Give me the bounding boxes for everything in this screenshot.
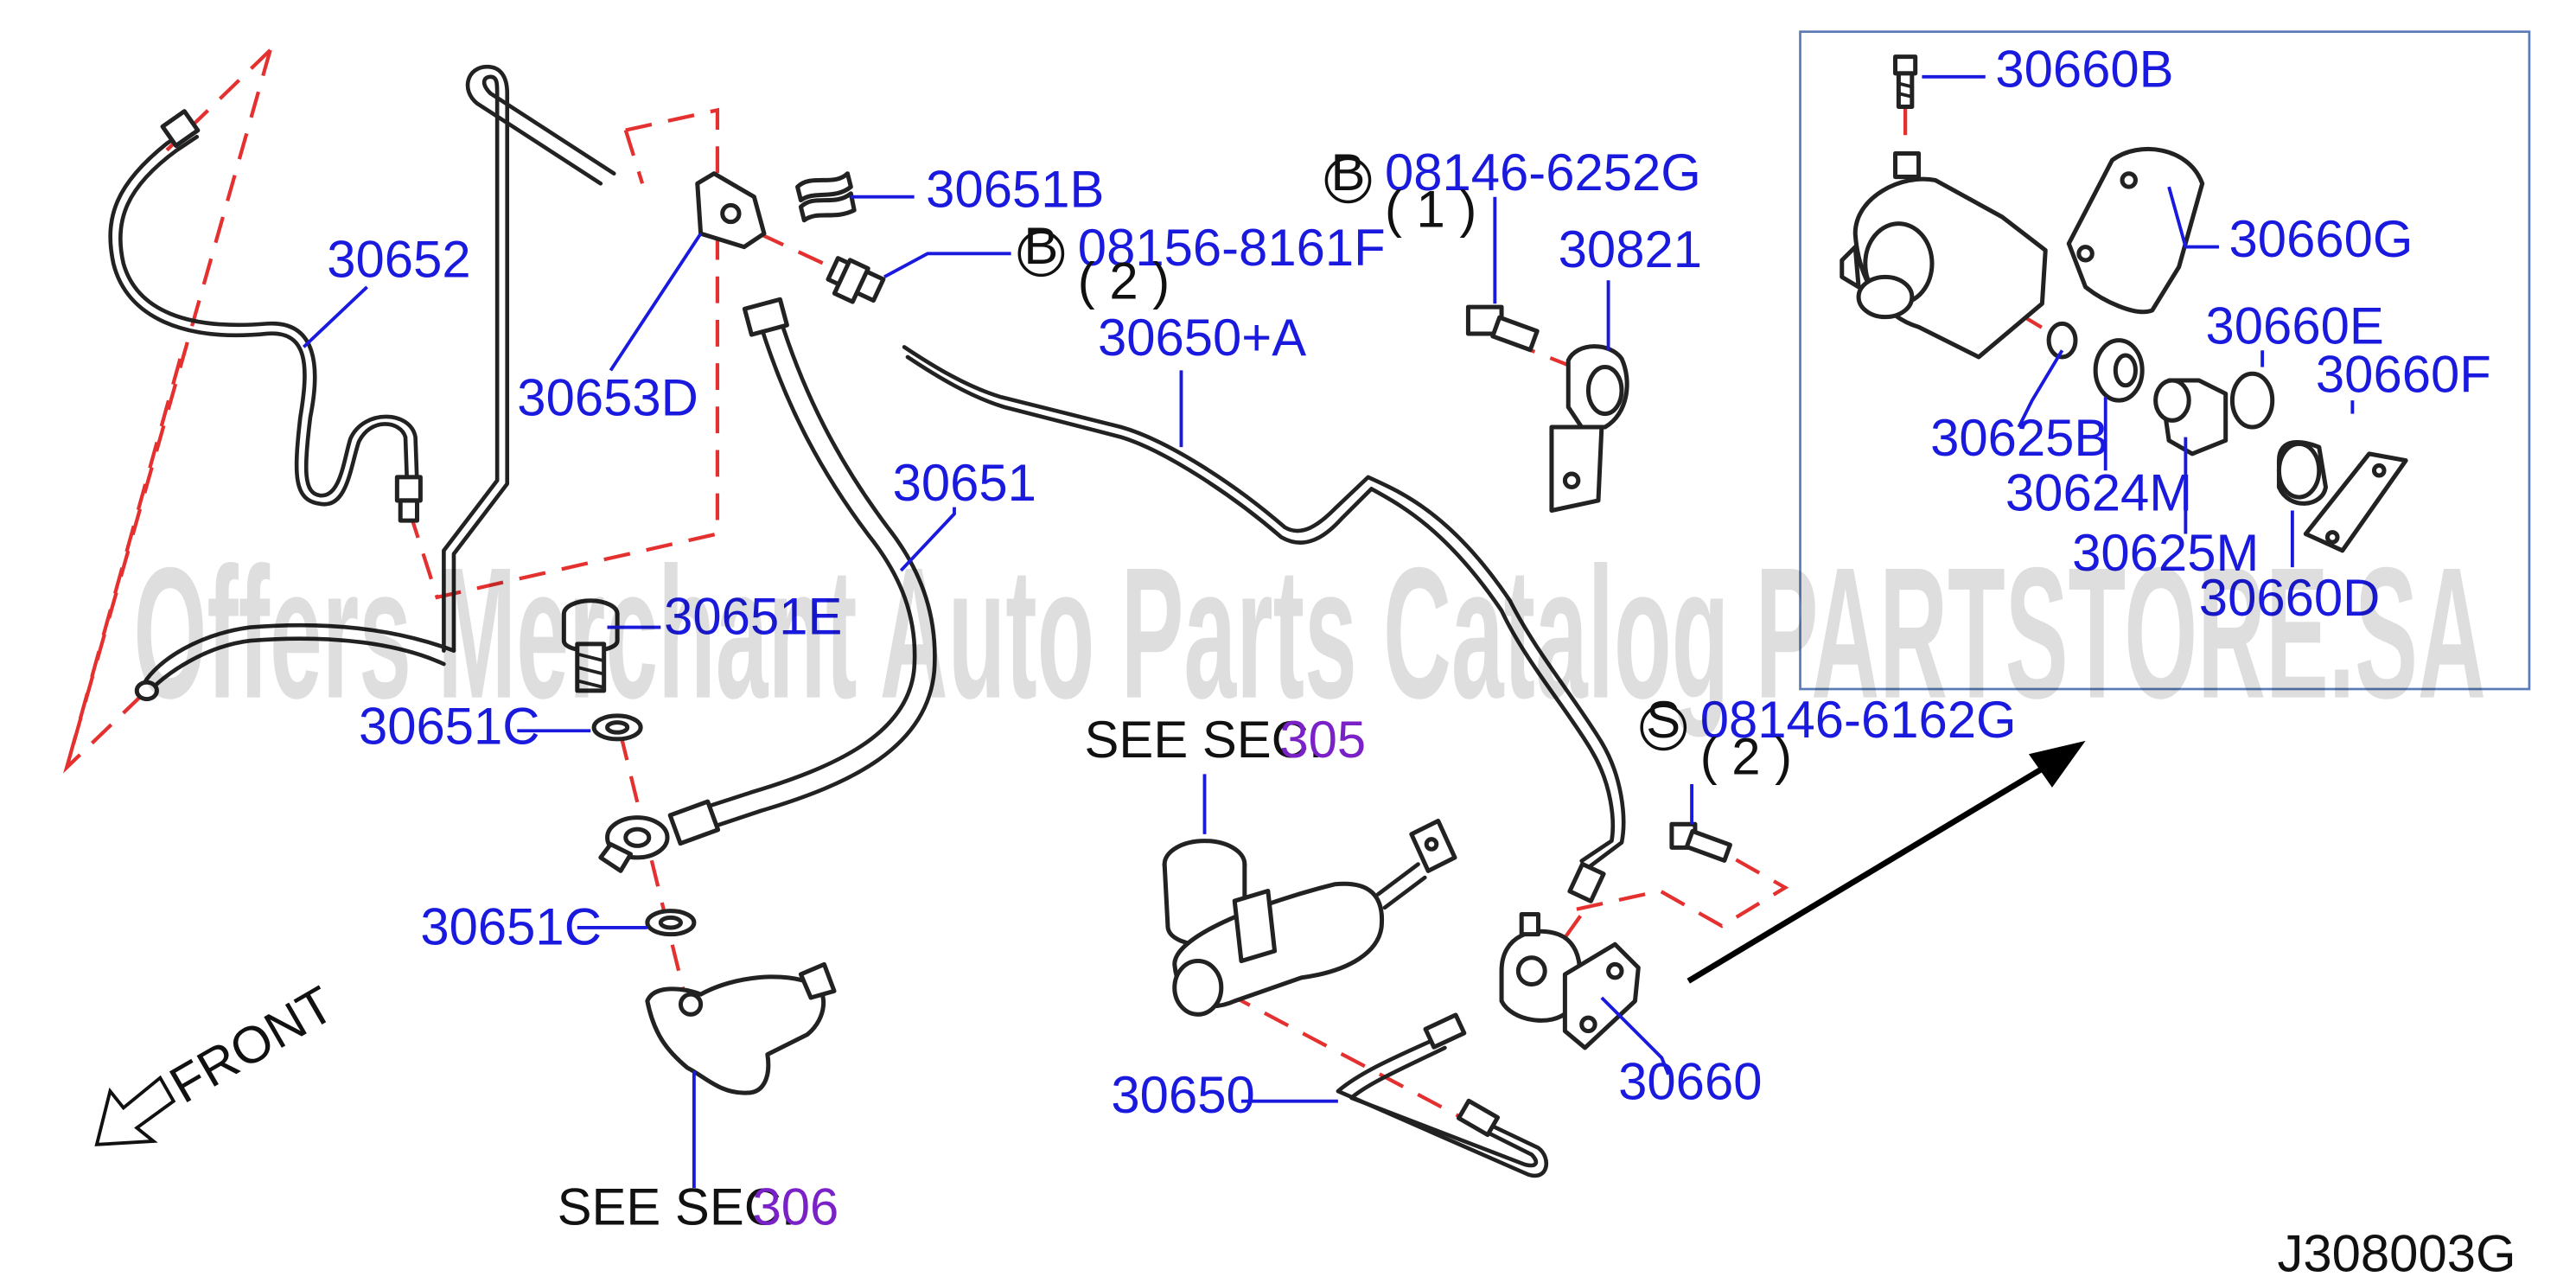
direction-arrow-icon [1687, 740, 2086, 984]
inset-ring-30624m-drawing [2093, 338, 2145, 403]
label-30653d[interactable]: 30653D [517, 369, 698, 427]
label-fastener-f2-code[interactable]: 08146-6252G [1385, 144, 1701, 201]
label-30651[interactable]: 30651 [893, 454, 1036, 512]
clutch-tube-30650a-drawing [902, 345, 1626, 903]
watermark: Offers Merchant Auto Parts Catalog PARTS… [133, 528, 2485, 737]
label-30625b[interactable]: 30625B [1930, 409, 2108, 467]
inset-plate-30660f-drawing [2303, 451, 2408, 553]
clutch-tube-30650-drawing [1336, 1012, 1548, 1178]
front-arrow-icon [94, 1075, 176, 1146]
damper-30660-drawing [1499, 821, 1732, 1050]
leader-lines [302, 74, 2355, 1189]
label-30651e[interactable]: 30651E [664, 587, 842, 645]
clutch-hose-30651-drawing [598, 297, 937, 873]
inset-piston-30625m-drawing [2153, 378, 2228, 456]
operating-cylinder-drawing [645, 961, 837, 1095]
label-30660b[interactable]: 30660B [1995, 40, 2173, 98]
label-30660g[interactable]: 30660G [2229, 210, 2413, 268]
connector-bolt-30651e-drawing [561, 598, 620, 693]
label-30821[interactable]: 30821 [1559, 220, 1702, 278]
label-fastener-f3-code[interactable]: 08146-6162G [1700, 691, 2017, 749]
inset-block-30660d-drawing [2276, 440, 2329, 506]
see-section-306-link[interactable]: 306 [752, 1178, 838, 1235]
detail-inset-frame [1799, 30, 2531, 691]
svg-text:B: B [1331, 144, 1366, 201]
label-fastener-f1-code[interactable]: 08156-8161F [1078, 219, 1386, 277]
washer-30651c-top-drawing [591, 713, 643, 742]
label-30651b[interactable]: 30651B [926, 160, 1104, 218]
fastener-marker-f3: S [1640, 691, 1687, 751]
label-fastener-f2-qty: ( 1 ) [1385, 180, 1476, 238]
see-section-306-prefix: SEE SEC. [558, 1178, 796, 1235]
label-30624m[interactable]: 30624M [2005, 464, 2192, 522]
label-30651c-top[interactable]: 30651C [359, 698, 540, 756]
label-30651c-bottom[interactable]: 30651C [420, 897, 602, 955]
bracket-30821-drawing [1465, 304, 1629, 514]
label-30660e[interactable]: 30660E [2206, 297, 2384, 355]
washer-30651c-bottom-drawing [645, 909, 697, 937]
label-30660[interactable]: 30660 [1618, 1053, 1762, 1111]
master-cylinder-drawing [1162, 818, 1457, 1017]
tube-rod-30653d-drawing [134, 64, 616, 702]
inset-bleeder-30660b-drawing [1893, 54, 1918, 110]
label-30625m[interactable]: 30625M [2072, 524, 2259, 582]
label-fastener-f1-qty: ( 2 ) [1078, 252, 1170, 310]
bracket-30653d-drawing [695, 171, 886, 304]
inset-washer-30660e-drawing [2229, 371, 2275, 430]
see-section-305-link[interactable]: 305 [1279, 711, 1366, 769]
svg-text:S: S [1646, 691, 1680, 749]
label-30650a[interactable]: 30650+A [1098, 309, 1306, 367]
fastener-marker-f1: B [1017, 217, 1065, 278]
label-30660f[interactable]: 30660F [2316, 346, 2491, 404]
inset-damper-body-drawing [1840, 151, 2048, 360]
label-30650[interactable]: 30650 [1111, 1066, 1254, 1124]
inset-seal-30625b-drawing [2046, 321, 2078, 360]
label-30652[interactable]: 30652 [327, 230, 470, 288]
diagram-code: J308003G [2277, 1224, 2515, 1282]
label-30660d[interactable]: 30660D [2199, 569, 2381, 627]
see-section-305-prefix: SEE SEC. [1085, 711, 1323, 769]
clutch-tube-30652-drawing [108, 109, 423, 523]
fastener-marker-f2: B [1324, 144, 1372, 204]
svg-text:B: B [1023, 217, 1058, 275]
front-label: FRONT [160, 975, 343, 1114]
alignment-guides [63, 48, 2054, 1123]
label-fastener-f3-qty: ( 2 ) [1700, 727, 1792, 785]
